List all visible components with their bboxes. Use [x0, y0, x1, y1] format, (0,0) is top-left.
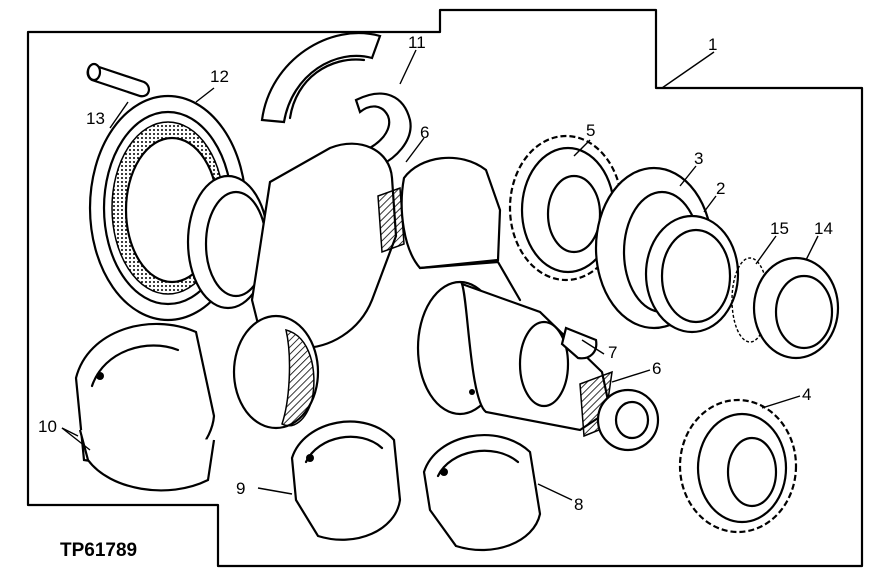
callout-9: 9 — [236, 479, 245, 498]
callout-1: 1 — [708, 35, 717, 54]
callout-labels: 1 2 3 4 5 6 6 7 8 9 10 11 12 13 14 15 — [38, 33, 833, 514]
callout-2: 2 — [716, 179, 725, 198]
callout-11: 11 — [408, 33, 426, 52]
assembly-border — [26, 8, 864, 568]
callout-6-lower: 6 — [652, 359, 661, 378]
woodruff-key — [560, 326, 598, 360]
callout-6-upper: 6 — [420, 123, 429, 142]
callout-3: 3 — [694, 149, 703, 168]
callout-13: 13 — [86, 109, 105, 128]
balancer-gear — [678, 398, 798, 534]
front-bearing — [644, 214, 740, 334]
callout-8: 8 — [574, 495, 583, 514]
main-bearing-shells-8 — [422, 434, 542, 551]
crankshaft-gear — [508, 134, 624, 282]
callout-10: 10 — [38, 417, 57, 436]
rod-bearing-shells-9 — [290, 420, 402, 541]
callout-7: 7 — [608, 343, 617, 362]
main-bearing-shells-10 — [74, 322, 216, 492]
figure-id-label: TP61789 — [60, 540, 137, 561]
leader-lines — [61, 49, 819, 501]
crankshaft — [186, 142, 660, 452]
callout-14: 14 — [814, 219, 833, 238]
front-seal — [752, 256, 840, 360]
callout-15: 15 — [770, 219, 789, 238]
dowel-pin — [86, 62, 150, 98]
callout-5: 5 — [586, 121, 595, 140]
callout-12: 12 — [210, 67, 229, 86]
callout-4: 4 — [802, 385, 811, 404]
